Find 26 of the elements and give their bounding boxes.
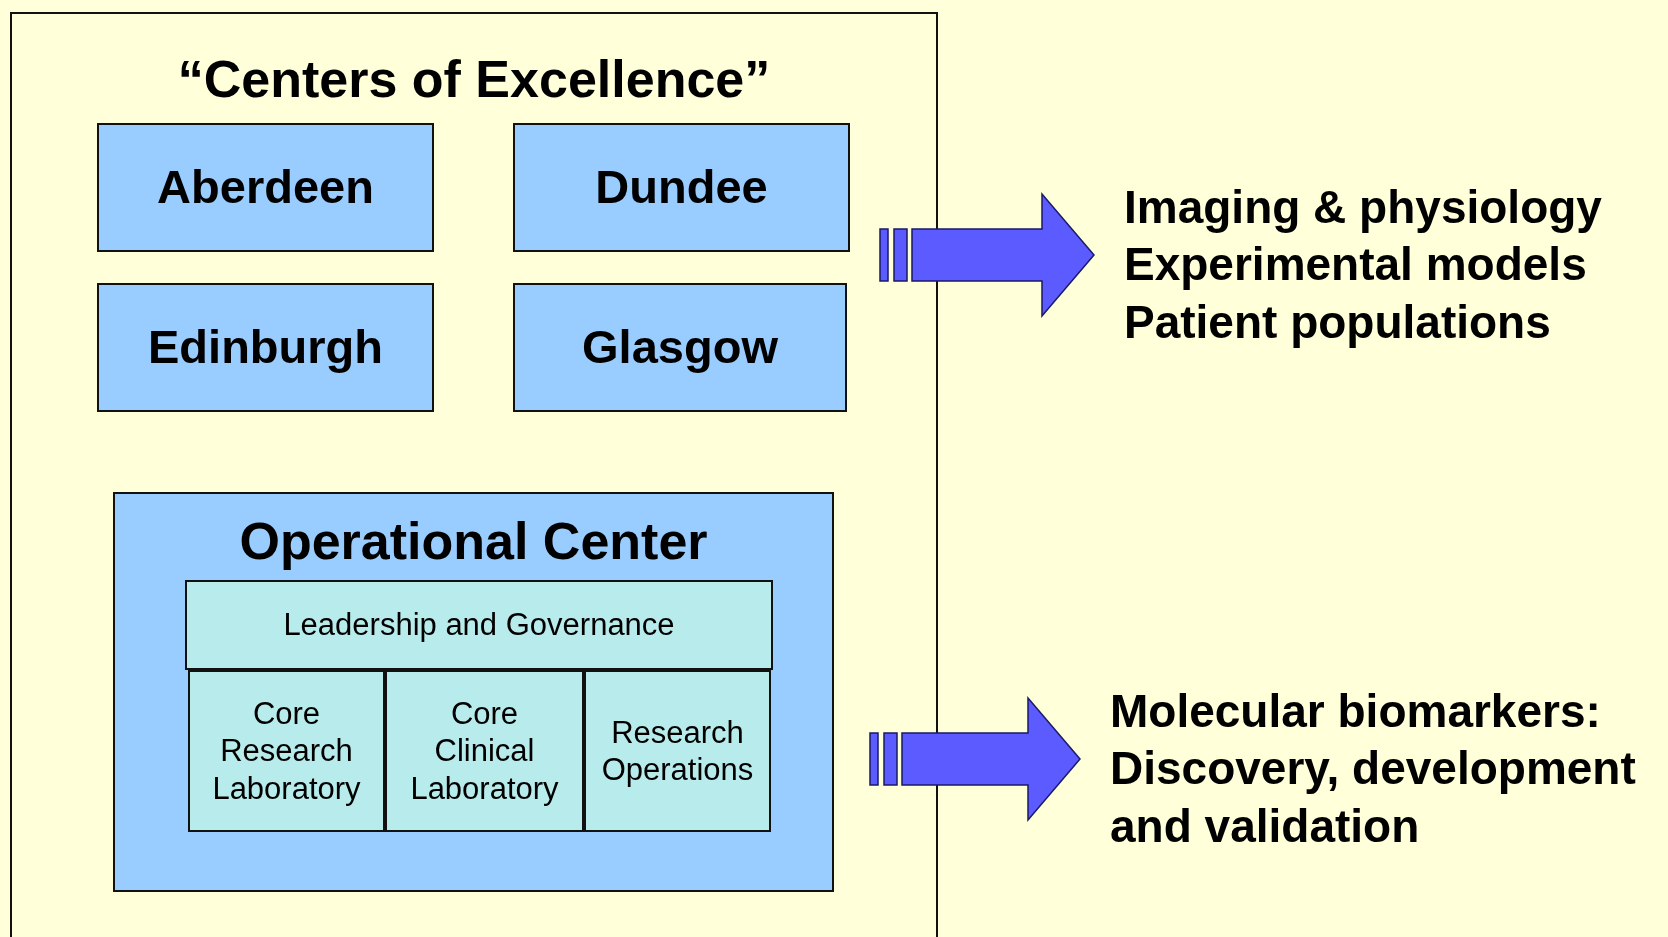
box-label: Core Research Laboratory <box>211 695 362 807</box>
outcome-text: Imaging & physiology <box>1124 179 1602 235</box>
unit-box <box>584 670 771 832</box>
group-panel <box>113 492 834 892</box>
box-label: Edinburgh <box>148 319 383 376</box>
box-label: Dundee <box>595 159 768 216</box>
block-arrow <box>879 191 1095 319</box>
box-label: Glasgow <box>582 319 778 376</box>
unit-box <box>185 580 773 670</box>
center-box <box>97 283 434 412</box>
box-label: Core Clinical Laboratory <box>409 695 560 807</box>
box-label: Leadership and Governance <box>282 606 676 644</box>
outcome-text: Patient populations <box>1124 294 1551 350</box>
box-label: Research Operations <box>600 713 755 789</box>
group-panel <box>10 12 938 937</box>
group-heading: “Centers of Excellence” <box>176 49 772 110</box>
unit-box <box>385 670 584 832</box>
center-box <box>513 283 847 412</box>
outcome-text: Experimental models <box>1124 237 1587 293</box>
center-box <box>513 123 850 252</box>
center-box <box>97 123 434 252</box>
unit-box <box>188 670 385 832</box>
outcome-text: Molecular biomarkers: Discovery, development and validation <box>1110 683 1637 854</box>
box-label: Aberdeen <box>157 159 374 216</box>
group-heading: Operational Center <box>238 511 709 572</box>
block-arrow <box>869 695 1081 823</box>
